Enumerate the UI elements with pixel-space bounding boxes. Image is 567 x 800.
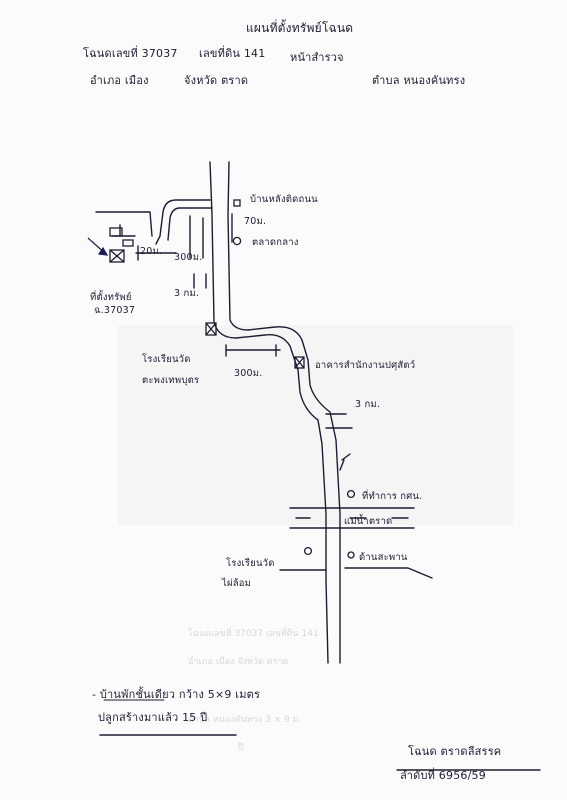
distance-3km: 3 กม. <box>174 288 200 299</box>
deed-number: โฉนดเลขที่ 37037 <box>83 47 178 60</box>
scan-shadow-area <box>118 325 513 525</box>
distance-300m-center: 300ม. <box>234 368 263 379</box>
survey-page: หน้าสำรวจ <box>290 51 344 64</box>
dimension-300m-center <box>225 344 281 357</box>
river-label: แม่น้ำตราด <box>344 516 393 527</box>
subject-label-1: ที่ตั้งทรัพย์ <box>90 292 132 303</box>
market-marker <box>232 236 242 246</box>
dimension-300m-left <box>189 215 204 259</box>
main-road-right-edge <box>227 161 341 664</box>
landmark-market-label: ตลาดกลาง <box>252 237 299 248</box>
distance-20m: 20ม. <box>140 246 163 257</box>
neighbor-house-2 <box>122 239 134 247</box>
school-label-2: ตะพงเทพบุตร <box>142 375 200 386</box>
branch-road-outer <box>155 199 211 245</box>
school2-label-1: โรงเรียนวัด <box>226 558 275 569</box>
school-marker <box>205 322 217 336</box>
subject-property-x <box>109 249 125 263</box>
left-access-road <box>95 211 153 237</box>
building-marker-x <box>294 356 305 369</box>
school2-label-2: ไผ่ล้อม <box>222 578 252 589</box>
building-marker <box>294 356 305 369</box>
page-title: แผนที่ตั้งทรัพย์โฉนด <box>246 21 354 35</box>
branch-road-inner <box>167 207 213 241</box>
signature-order-number: ลำดับที่ 6956/59 <box>400 769 486 782</box>
school-label-1: โรงเรียนวัด <box>142 354 191 365</box>
province: จังหวัด ตราด <box>184 74 249 87</box>
cross-marks <box>325 413 353 429</box>
subdistrict: ตำบล หนองคันทรง <box>372 74 466 87</box>
bleed-through-line-3: ตำบล หนองคันทรง 3 × 9 ม. <box>188 715 302 725</box>
subject-arrow-head <box>97 246 109 256</box>
distance-300m-left: 300ม. <box>174 252 203 263</box>
main-road-left-edge <box>209 161 329 664</box>
signature-name: โฉนด ตราดลีสรรค <box>408 745 502 758</box>
bridge-label: ด้านสะพาน <box>359 552 408 563</box>
bridge-road <box>344 567 433 579</box>
left-access-stub <box>111 224 136 237</box>
bleed-through-line-4: ปี <box>238 743 244 753</box>
school-marker-x <box>205 322 217 336</box>
neighbor-house-1 <box>109 227 123 237</box>
distance-70m: 70ม. <box>244 216 267 227</box>
parcel-number: เลขที่ดิน 141 <box>199 47 266 60</box>
school2-marker <box>303 546 313 556</box>
landmark-house-label: บ้านหลังติดถนน <box>250 194 318 205</box>
bridge-marker <box>347 551 355 559</box>
office-label: ที่ทำการ กศน. <box>362 491 423 502</box>
notes-line-1: - บ้านพักชั้นเดียว กว้าง 5×9 เมตร <box>92 688 261 701</box>
building-label: อาคารสำนักงานปศุสัตว์ <box>315 360 416 371</box>
district: อำเภอ เมือง <box>90 74 149 87</box>
dimension-3km <box>193 273 207 289</box>
house-marker <box>233 199 241 207</box>
notes-line-2: ปลูกสร้างมาแล้ว 15 ปี <box>98 711 208 724</box>
distance-3km-right: 3 กม. <box>355 399 381 410</box>
subject-property-marker <box>109 249 125 263</box>
dimension-20m <box>135 245 177 261</box>
bleed-through-line-2: อำเภอ เมือง จังหวัด ตราด <box>188 657 289 667</box>
subject-label-2: ฉ.37037 <box>94 305 136 316</box>
office-marker <box>346 489 356 499</box>
bleed-through-line-1: โฉนดเลขที่ 37037 เลขที่ดิน 141 <box>188 629 319 639</box>
side-road-tick <box>339 453 351 471</box>
